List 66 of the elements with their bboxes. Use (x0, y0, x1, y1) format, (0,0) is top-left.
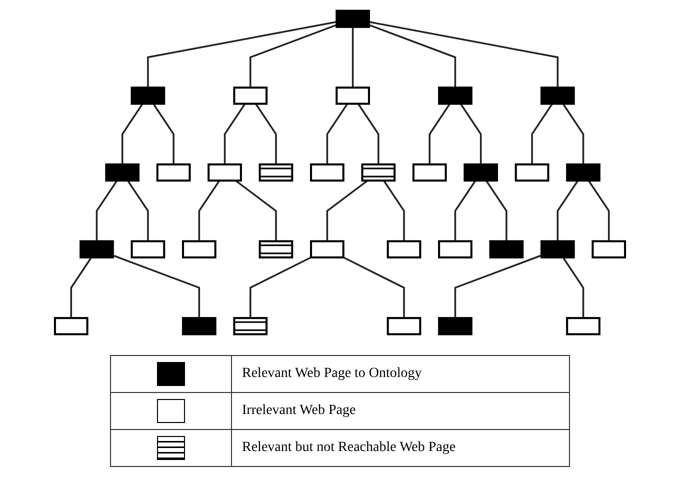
page-box (566, 163, 600, 182)
page-box (130, 240, 166, 258)
connector (383, 180, 405, 242)
connector (454, 254, 542, 318)
connector (250, 24, 337, 88)
connector (255, 103, 277, 164)
page-box (233, 86, 268, 105)
page-box (514, 163, 550, 182)
page-box (258, 163, 294, 182)
connector (147, 21, 337, 88)
page-box (208, 163, 242, 182)
page-box (258, 240, 294, 258)
page-box (182, 317, 216, 336)
page-box (540, 240, 575, 258)
connector (112, 254, 200, 318)
page-box (336, 86, 370, 105)
legend-text: Relevant Web Page to Ontology (232, 356, 570, 392)
page-box (592, 240, 626, 258)
connector (352, 26, 354, 88)
page-box (540, 86, 575, 105)
connector (250, 256, 312, 318)
page-box (336, 10, 370, 28)
connector (562, 256, 584, 318)
page-box (386, 240, 422, 258)
connector (531, 103, 553, 164)
legend-text: Irrelevant Web Page (232, 392, 570, 430)
page-box (310, 240, 344, 258)
connector (121, 103, 144, 164)
connector (357, 103, 380, 164)
page-box (182, 240, 216, 258)
connector (96, 180, 118, 242)
page-box (54, 317, 88, 336)
page-box (80, 240, 114, 258)
connector (342, 256, 405, 318)
page-box (464, 163, 498, 182)
connector (588, 180, 610, 242)
connector (556, 180, 579, 242)
connector (152, 103, 174, 164)
page-box (233, 317, 268, 336)
connector (127, 180, 149, 242)
page-box (130, 86, 166, 105)
page-box (361, 163, 396, 182)
page-box (489, 240, 524, 258)
connector (460, 103, 482, 164)
page-box (386, 317, 422, 336)
connector (326, 180, 368, 242)
connector (368, 21, 559, 88)
page-box (438, 317, 472, 336)
connector (562, 103, 584, 164)
page-box (105, 163, 140, 182)
connector (198, 180, 220, 242)
connector (486, 180, 508, 242)
page-box (156, 163, 191, 182)
connector (224, 103, 246, 164)
connector (326, 103, 348, 164)
legend-text: Relevant but not Reachable Web Page (232, 430, 570, 466)
page-box (310, 163, 344, 182)
connector (70, 256, 92, 318)
connector (454, 180, 476, 242)
page-box (412, 163, 447, 182)
connector (368, 24, 456, 88)
page-box (438, 240, 472, 258)
page-box (438, 86, 472, 105)
connector (235, 180, 277, 242)
page-box (566, 317, 600, 336)
connector (428, 103, 451, 164)
